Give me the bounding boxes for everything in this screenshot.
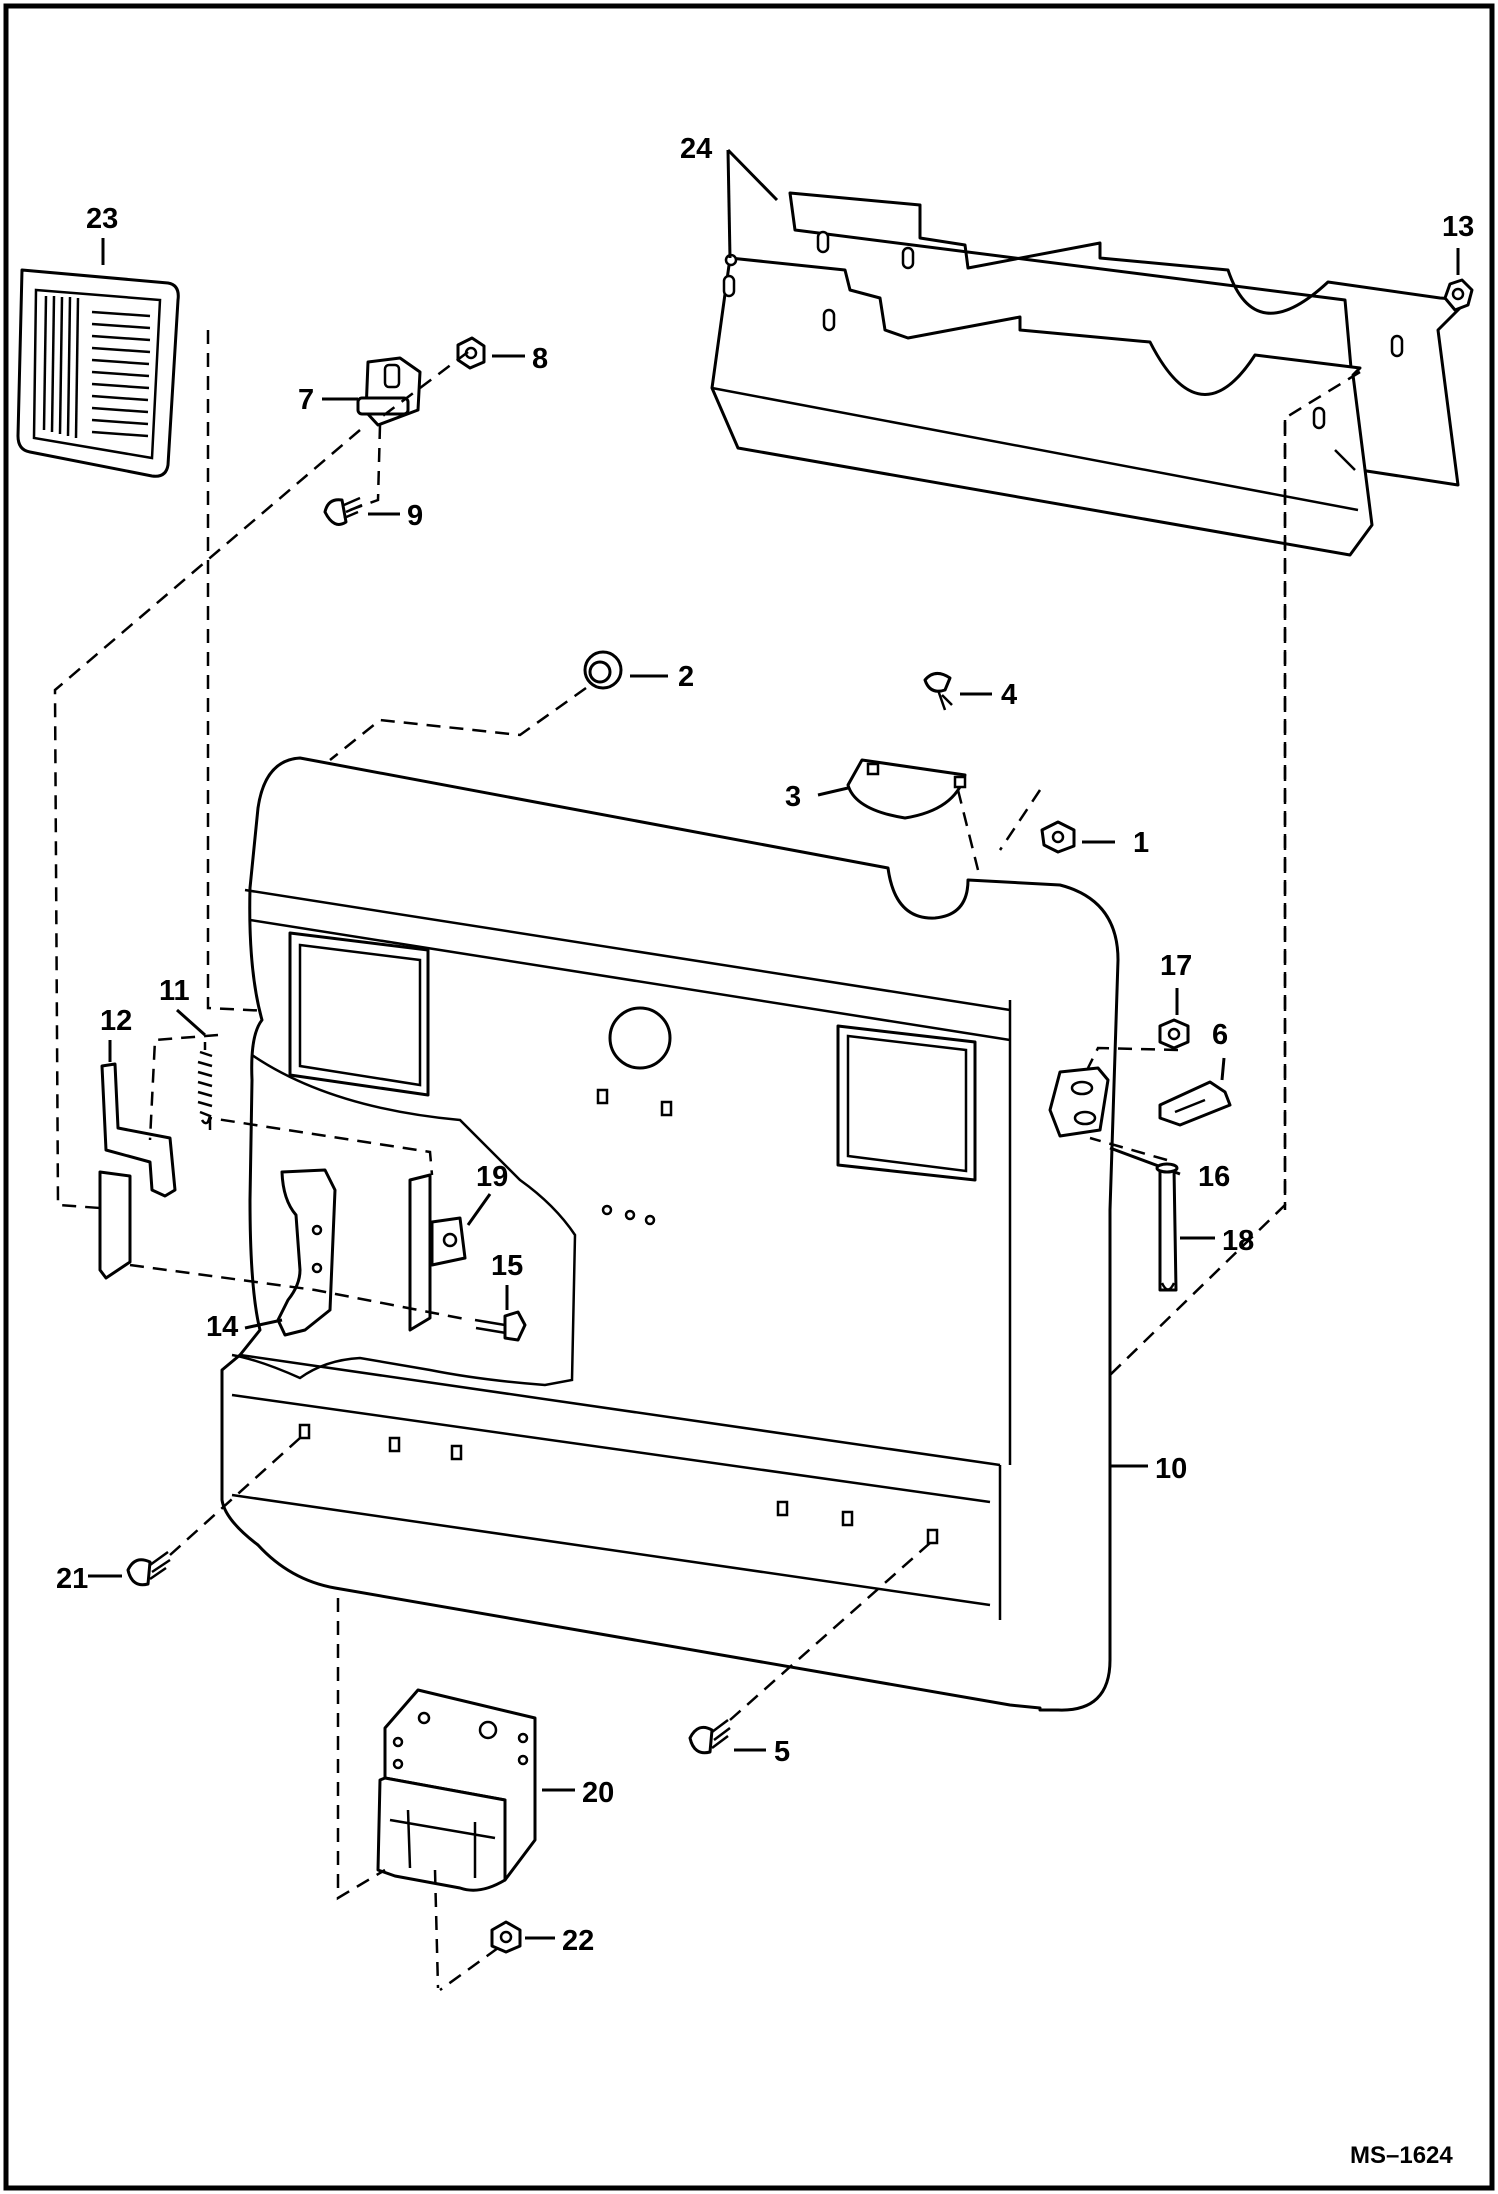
callout-13: 13 [1442, 211, 1474, 243]
callout-14: 14 [206, 1311, 238, 1343]
part-12-latch-lever [98, 1062, 177, 1280]
callout-5: 5 [774, 1736, 790, 1768]
callout-20: 20 [582, 1777, 614, 1809]
callout-24: 24 [680, 133, 712, 165]
callout-17: 17 [1160, 950, 1192, 982]
part-11-spring [197, 1042, 213, 1125]
callout-7: 7 [298, 384, 314, 416]
callout-23: 23 [86, 203, 118, 235]
page-border [3, 3, 1495, 2191]
part-1-nut [1040, 820, 1076, 854]
callout-16: 16 [1198, 1161, 1230, 1193]
part-4-bolt [923, 672, 953, 711]
callout-19: 19 [476, 1161, 508, 1193]
part-19-latch-plate [408, 1173, 467, 1332]
callout-3: 3 [785, 781, 801, 813]
part-21-bolt [126, 1550, 171, 1587]
part-15-bolt [474, 1310, 527, 1342]
part-24-shields [710, 191, 1470, 557]
callout-8: 8 [532, 343, 548, 375]
part-5-bolt [688, 1719, 731, 1755]
part-13-nut [1443, 278, 1474, 312]
callout-21: 21 [56, 1563, 88, 1595]
part-14-latch-plate [276, 1168, 337, 1337]
part-10-panel [220, 756, 1120, 1712]
callout-1: 1 [1133, 827, 1149, 859]
part-20-battery-box [376, 1688, 537, 1892]
part-3-cover [846, 758, 967, 820]
callout-12: 12 [100, 1005, 132, 1037]
part-8-nut [456, 336, 486, 370]
callout-4: 4 [1001, 679, 1017, 711]
callout-6: 6 [1212, 1019, 1228, 1051]
part-2-bumper [583, 650, 623, 690]
part-7-latch-bracket [356, 356, 422, 427]
callout-22: 22 [562, 1925, 594, 1957]
part-23-grille [16, 268, 180, 478]
callout-15: 15 [491, 1250, 523, 1282]
part-6-hinge-plate [1158, 1080, 1232, 1127]
callout-11: 11 [159, 975, 190, 1007]
callout-10: 10 [1155, 1453, 1187, 1485]
part-22-nut [490, 1920, 522, 1954]
part-16-hinge [1048, 1066, 1110, 1138]
part-18-pin [1155, 1162, 1179, 1292]
figure-id: MS–1624 [1350, 2142, 1453, 2169]
part-17-nut [1158, 1018, 1190, 1050]
part-9-bolt [323, 496, 363, 526]
callout-9: 9 [407, 500, 423, 532]
callout-18: 18 [1222, 1225, 1254, 1257]
callout-2: 2 [678, 661, 694, 693]
